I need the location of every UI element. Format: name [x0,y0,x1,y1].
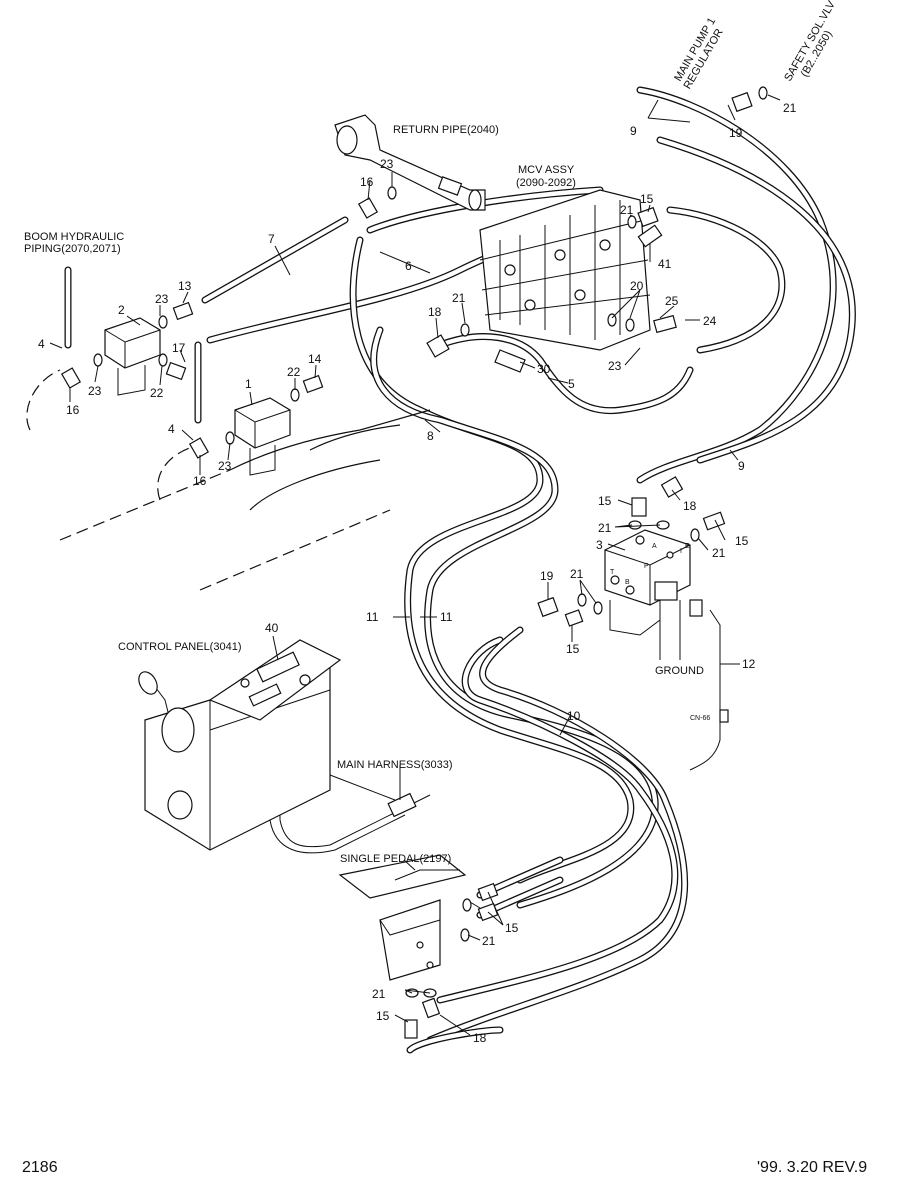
part-number-23: 23 [88,384,102,398]
leader-lines [49,94,781,1036]
cn66-label: CN-66 [690,715,710,722]
part-number-10: 10 [567,709,581,723]
port-a-label: A [652,543,657,550]
single-pedal-label: SINGLE PEDAL(2197) [340,853,451,865]
part-number-15: 15 [598,494,612,508]
part-number-19: 19 [729,126,743,140]
port-p-label: P [644,563,649,570]
part-number-14: 14 [308,352,322,366]
port-i-label: I [680,548,682,555]
part-number-5: 5 [568,377,575,391]
return-pipe [334,114,486,211]
part-number-18: 18 [428,305,442,319]
part-number-23: 23 [155,292,169,306]
part-number-9: 9 [630,124,637,138]
part-number-6: 6 [405,259,412,273]
part-number-41: 41 [658,257,672,271]
boom-hydraulic-label: BOOM HYDRAULIC [24,231,124,243]
part-number-21: 21 [598,521,612,535]
part-number-40: 40 [265,621,279,635]
part-number-16: 16 [193,474,207,488]
part-number-4: 4 [168,422,175,436]
part-number-11: 11 [366,610,379,624]
part-number-25: 23 [608,359,622,373]
mcv-assembly [479,189,651,351]
part-number-21: 21 [570,567,584,581]
part-number-21: 21 [372,987,386,1001]
part-number-15: 15 [735,534,749,548]
part-number-22: 22 [150,386,164,400]
part-number-1: 1 [245,377,252,391]
part-number-9: 9 [738,459,745,473]
part-number-21: 21 [620,203,634,217]
part-number-3: 3 [596,538,603,552]
part-number-4: 4 [38,337,45,351]
part-number-24: 24 [703,314,717,328]
part-number-18: 18 [683,499,697,513]
part-number-13: 13 [178,279,192,293]
port-b-label: B [625,579,630,586]
part-number-15: 15 [505,921,519,935]
ground-label: GROUND [655,665,704,677]
part-number-17: 17 [172,341,186,355]
return-pipe-label: RETURN PIPE(2040) [393,124,499,136]
control-panel [138,639,342,851]
part-number-8: 8 [427,429,434,443]
part-number-16: 16 [66,403,80,417]
port-e-label: E [685,543,690,550]
part-number-30: 30 [537,362,551,376]
valve-block-1 [234,397,291,476]
mcv-assy-label: MCV ASSY [518,164,575,176]
part-number-22: 22 [287,365,301,379]
part-number-21: 21 [783,101,797,115]
frame-outline [26,369,431,591]
harness-lines [269,600,721,854]
part-number-7: 7 [268,232,275,246]
part-number-26: 25 [665,294,679,308]
valve-block-2 [104,317,161,396]
mcv-code-label: (2090-2092) [516,177,576,189]
part-number-12: 12 [742,657,756,671]
part-number-2: 2 [118,303,125,317]
control-panel-label: CONTROL PANEL(3041) [118,641,241,653]
port-t-label: T [610,569,615,576]
hose-routes [201,86,856,1054]
solenoid-valve-block-3 [604,529,691,636]
boom-piping-label: PIPING(2070,2071) [24,243,121,255]
part-number-11: 11 [440,610,453,624]
part-number-23: 23 [380,157,394,171]
page-number: 2186 [22,1159,58,1176]
part-number-21: 21 [712,546,726,560]
part-number-15: 15 [640,192,654,206]
part-numbers: 9 19 21 23 16 15 21 7 6 41 13 2 23 20 25… [38,101,797,1045]
single-pedal [338,854,467,981]
revision-date: '99. 3.20 REV.9 [757,1159,867,1176]
part-number-21: 21 [482,934,496,948]
o-rings [93,86,768,998]
part-number-21: 21 [452,291,466,305]
part-number-19: 19 [540,569,554,583]
part-number-18: 18 [473,1031,487,1045]
main-harness-label: MAIN HARNESS(3033) [337,759,453,771]
part-number-20: 20 [630,279,644,293]
boom-pipes [64,266,202,424]
part-number-23: 23 [218,459,232,473]
sensor-30 [494,349,526,373]
part-number-16: 16 [360,175,374,189]
footer: 2186 '99. 3.20 REV.9 [22,1159,867,1176]
part-number-15: 15 [566,642,580,656]
part-number-15: 15 [376,1009,390,1023]
